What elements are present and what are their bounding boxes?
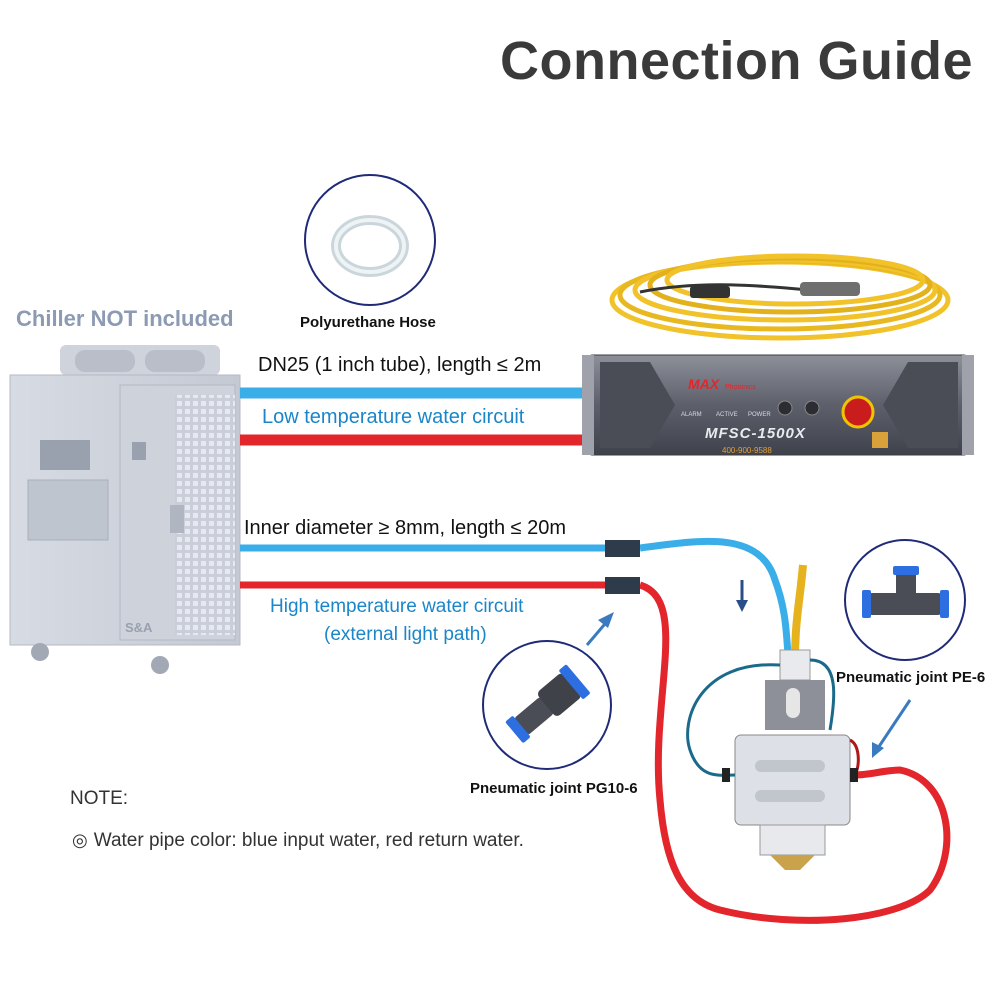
start-button-icon xyxy=(804,400,820,416)
high-temp-red-pipe xyxy=(240,581,951,924)
low-temp-spec-label: DN25 (1 inch tube), length ≤ 2m xyxy=(258,354,542,376)
laser-model: MFSC-1500X xyxy=(705,425,806,442)
chiller-unit: S&A xyxy=(9,345,241,674)
laser-brand: MAX xyxy=(688,376,721,392)
coupler-blue xyxy=(605,540,640,557)
high-temp-circuit-label: High temperature water circuit xyxy=(270,596,524,617)
laser-brand-suffix: Photonics xyxy=(725,384,756,391)
note-text: Water pipe color: blue input water, red … xyxy=(93,830,524,851)
laser-head-icon xyxy=(686,564,860,870)
note-bullet-icon: ◎ xyxy=(72,830,88,850)
hose-label: Polyurethane Hose xyxy=(300,314,436,331)
pg10-6-joint-label: Pneumatic joint PG10-6 xyxy=(470,780,638,797)
warning-label-icon xyxy=(872,432,888,448)
low-temp-circuit-label: Low temperature water circuit xyxy=(262,406,525,428)
indicator-power: POWER xyxy=(748,412,771,418)
high-temp-circuit-sublabel: (external light path) xyxy=(324,624,487,645)
polyurethane-hose-icon xyxy=(304,174,436,306)
chiller-note: Chiller NOT included xyxy=(16,306,234,331)
note-line: ◎Water pipe color: blue input water, red… xyxy=(72,830,524,852)
pneumatic-joint-pg10-6-icon xyxy=(482,640,612,770)
key-switch-icon xyxy=(777,400,793,416)
arrow-to-coupler-icon xyxy=(585,612,614,646)
pneumatic-joint-pe6-icon xyxy=(844,539,966,661)
laser-phone: 400-900-9588 xyxy=(722,446,772,455)
high-temp-spec-label: Inner diameter ≥ 8mm, length ≤ 20m xyxy=(244,517,567,539)
chiller-brand-mark: S&A xyxy=(125,620,153,635)
fiber-cable-coil-icon xyxy=(609,253,951,341)
indicator-alarm: ALARM xyxy=(681,412,702,418)
indicator-active: ACTIVE xyxy=(716,412,738,418)
arrow-down-icon xyxy=(736,580,748,612)
laser-source-unit: MAX Photonics ALARM ACTIVE POWER MFSC-15… xyxy=(582,354,974,456)
coupler-red xyxy=(605,577,640,594)
arrow-to-pe6-icon xyxy=(872,699,912,758)
high-temp-blue-pipe xyxy=(240,537,794,664)
page-title: Connection Guide xyxy=(500,31,973,91)
note-heading: NOTE: xyxy=(70,788,129,809)
emergency-stop-icon xyxy=(841,395,875,429)
pe6-joint-label: Pneumatic joint PE-6 xyxy=(836,669,986,686)
